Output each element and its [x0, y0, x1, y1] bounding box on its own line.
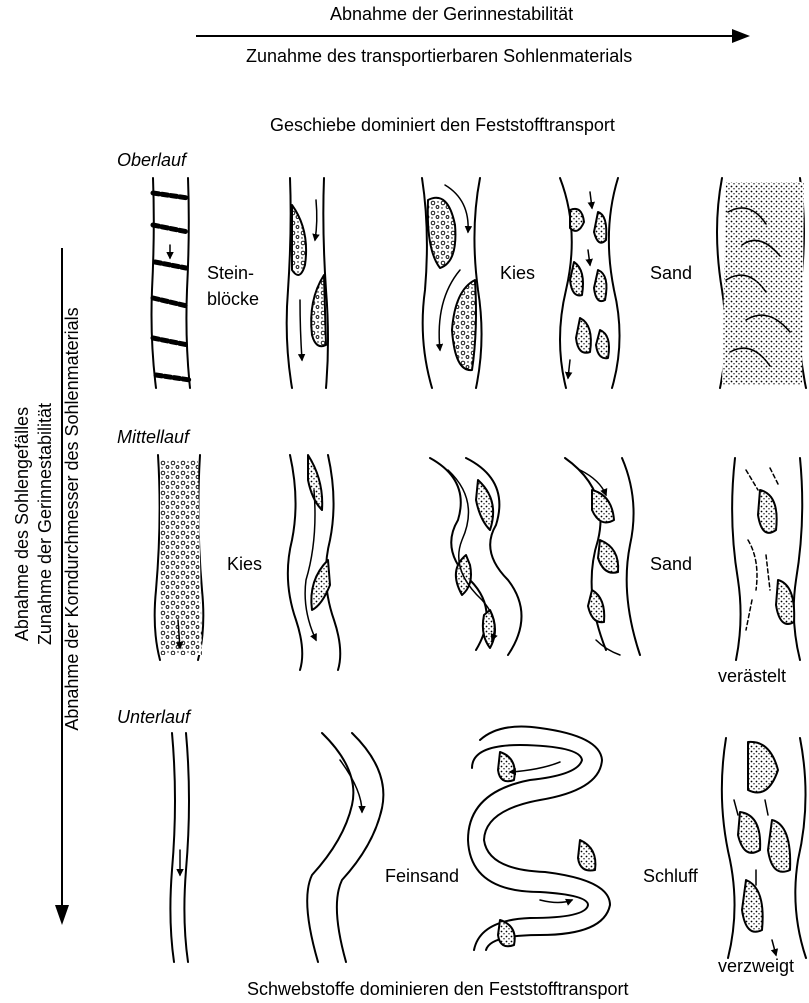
channel-alternate-bars	[287, 178, 328, 388]
channel-sinuous	[307, 733, 383, 962]
channel-gravel-bars	[422, 178, 482, 388]
channel-braided-bars	[560, 178, 620, 388]
channel-tight-meander	[468, 727, 610, 951]
channel-tortuous-meander	[430, 458, 522, 655]
channel-dunes	[717, 178, 806, 388]
channel-anastomosing	[732, 458, 802, 660]
left-axis-arrow	[55, 248, 69, 925]
channel-straight	[170, 733, 189, 962]
channel-boulder-steps	[152, 178, 191, 388]
channel-braided-sand	[565, 458, 640, 655]
channel-gravel-bed	[155, 455, 204, 660]
channel-anabranching	[722, 738, 806, 958]
header-arrow	[196, 29, 750, 43]
channel-meander-pointbars	[288, 455, 340, 670]
